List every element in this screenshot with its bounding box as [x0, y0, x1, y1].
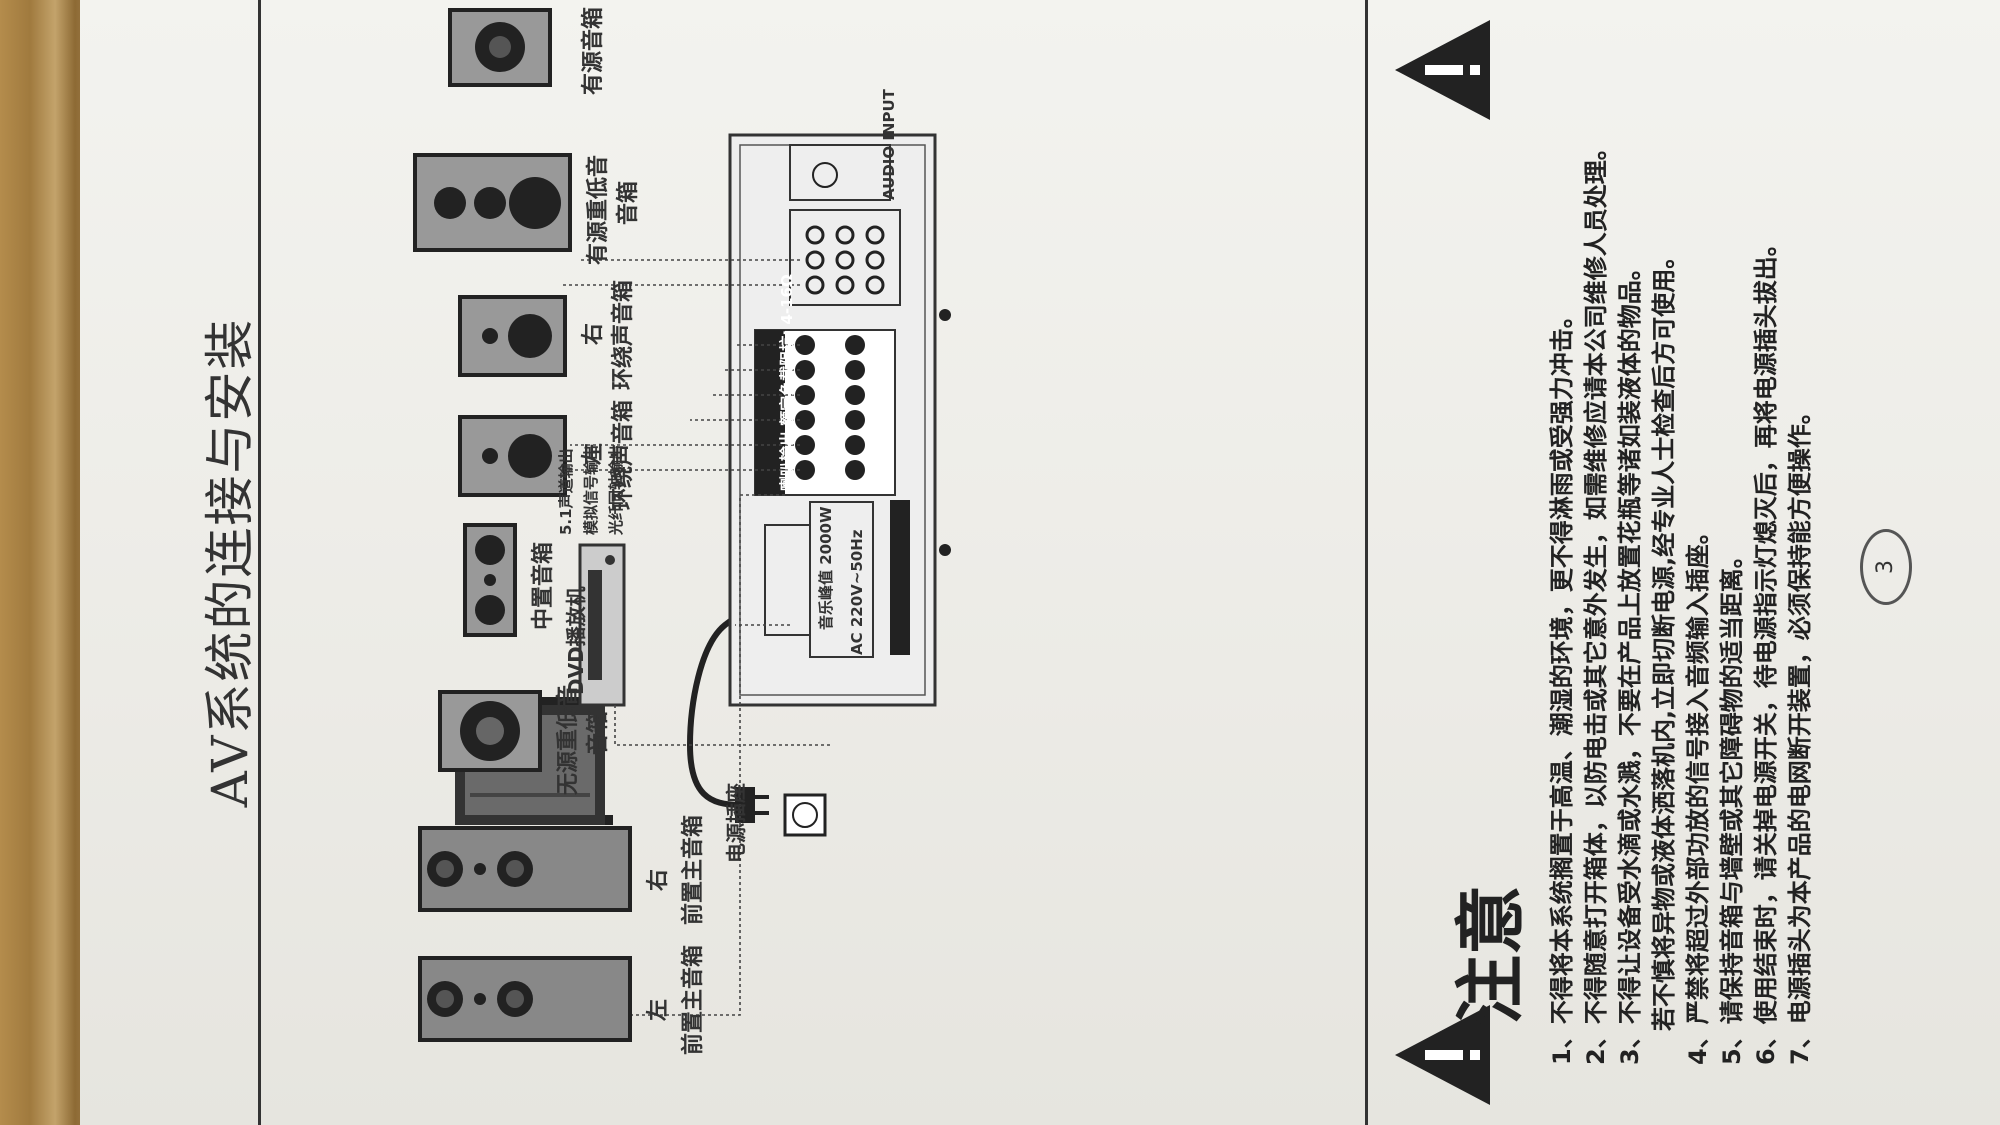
amplifier-rear-panel	[728, 133, 951, 707]
warning-item: 4、严禁将超过外部功放的信号接入音频输入插座。	[1684, 520, 1712, 1065]
active-subwoofer-speaker	[413, 153, 572, 252]
front-right-speaker	[418, 826, 632, 912]
connection-diagram	[413, 8, 951, 1042]
warning-item: 1、不得将本系统搁置于高温、潮湿的环境，更不得淋雨或受强力冲击。	[1548, 304, 1576, 1065]
warning-item: 6、使用结束时，请关掉电源开关，待电源指示灯熄灭后，再将电源插头拔出。	[1752, 232, 1780, 1065]
active-sub-label-line1: 有源重低音	[586, 154, 611, 265]
dotted-wires	[550, 259, 830, 1016]
center-speaker	[463, 523, 517, 637]
surround-left-label: 左	[581, 442, 606, 465]
page-title: AV系统的连接与安装	[201, 317, 259, 808]
rotated-page-content: AV系统的连接与安装	[80, 0, 2000, 1125]
manual-page: AV系统的连接与安装	[80, 0, 2000, 1125]
power-socket-label: 电源插座	[724, 783, 748, 863]
warning-item: 7、电源插头为本产品的电网断开装置，必须保持能方便操作。	[1786, 400, 1814, 1065]
front-right-label: 右	[646, 868, 671, 891]
surround-left-sublabel: 环绕声音箱	[611, 399, 636, 510]
warning-list: 1、不得将本系统搁置于高温、潮湿的环境，更不得淋雨或受强力冲击。 2、不得随意打…	[1545, 25, 1817, 1065]
warning-rule	[1365, 0, 1368, 1125]
warning-triangle-icon	[1395, 1005, 1490, 1105]
active-speaker-label: 有源音箱	[581, 6, 606, 95]
surround-right-sublabel: 环绕声音箱	[611, 279, 636, 390]
warning-heading: 注意	[1450, 885, 1532, 1025]
surround-right-label: 右	[581, 322, 606, 345]
passive-sub-label-line2: 音箱	[586, 710, 611, 755]
warning-item: 3、不得让设备受水滴或水溅，不要在产品上放置花瓶等诸如装液体的物品。	[1616, 256, 1644, 1065]
front-left-label: 左	[646, 998, 671, 1021]
active-speaker-icon	[448, 8, 552, 87]
audio-input-label: AUDIO INPUT	[880, 89, 898, 200]
warning-item: 2、不得随意打开箱体，以防电击或其它意外发生，如需维修应请本公司维修人员处理。	[1582, 136, 1610, 1065]
amp-panel-header: 喇叭输出 额定负载阻抗: 4-16Ω	[778, 274, 796, 491]
front-left-speaker	[418, 956, 632, 1042]
dvd-player-label: DVD播放机	[564, 586, 588, 695]
passive-subwoofer-speaker	[438, 690, 542, 772]
passive-sub-label-line1: 无源重低音	[556, 684, 581, 795]
page-number: 3	[1860, 529, 1912, 605]
dvd-player-icon	[578, 543, 626, 707]
out-51-label: 5.1声道输出	[557, 448, 575, 535]
front-right-sublabel: 前置主音箱	[681, 814, 706, 925]
warning-item: 5、请保持音箱与墙壁或其它障碍物的适当距离。	[1718, 544, 1746, 1065]
surround-left-speaker	[458, 415, 567, 497]
rated-power-label: 音乐峰值 2000W	[817, 506, 835, 630]
warning-item: 若不慎将异物或液体洒落机内,立即切断电源,经专业人士检查后方可使用。	[1650, 244, 1678, 1031]
active-sub-label-line2: 音箱	[616, 180, 641, 225]
front-left-sublabel: 前置主音箱	[681, 944, 706, 1055]
voltage-label: AC 220V~50Hz	[848, 529, 866, 656]
center-speaker-label: 中置音箱	[531, 541, 556, 630]
title-rule	[258, 0, 261, 1125]
surround-right-speaker	[458, 295, 567, 377]
power-socket-icon	[783, 793, 827, 837]
warning-triangle-icon	[1395, 20, 1490, 120]
